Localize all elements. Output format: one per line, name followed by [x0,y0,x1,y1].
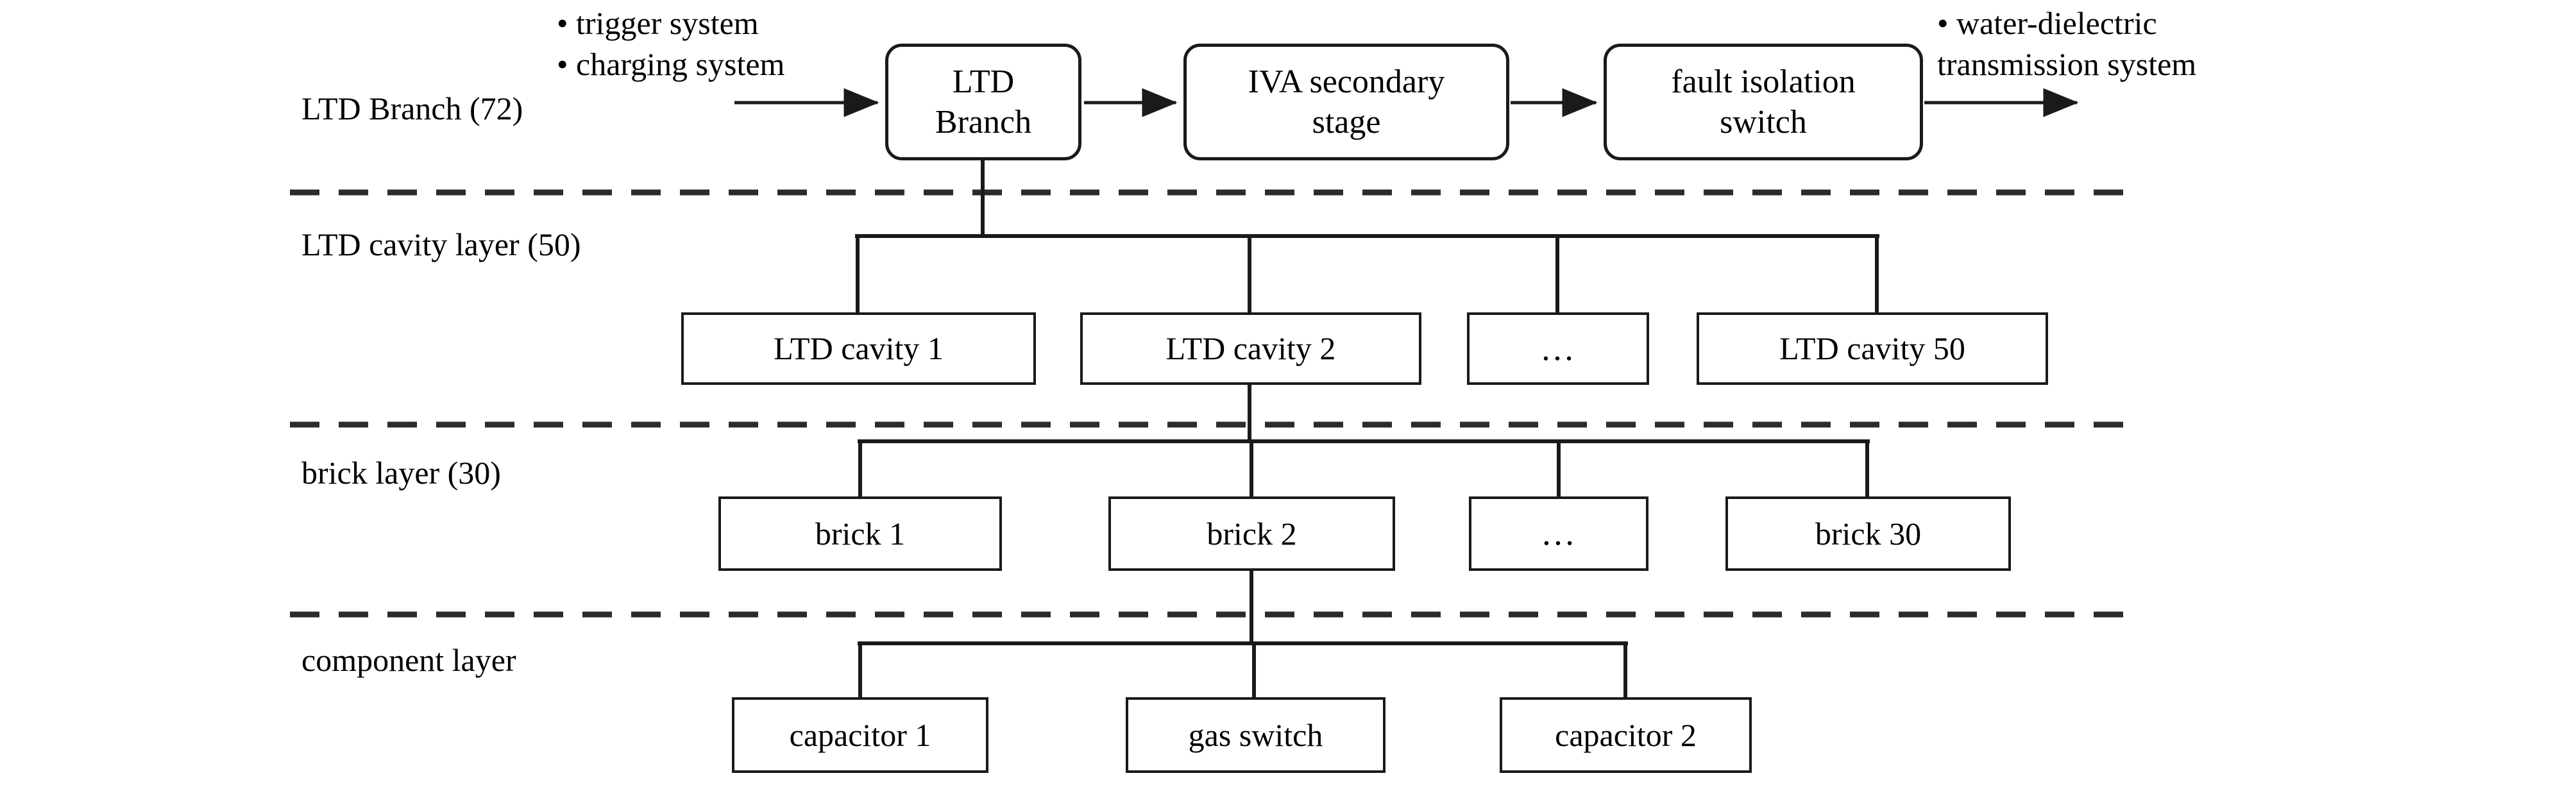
node-capacitor-2[interactable]: capacitor 2 [1500,697,1752,773]
node-capacitor-2-label: capacitor 2 [1555,716,1697,753]
node-iva-secondary-stage[interactable]: IVA secondary stage [1183,44,1509,160]
node-brick-30[interactable]: brick 30 [1725,496,2011,571]
node-fault-isolation-switch-label: fault isolation switch [1671,63,1856,140]
node-iva-secondary-stage-label: IVA secondary stage [1248,63,1445,140]
node-capacitor-1[interactable]: capacitor 1 [732,697,988,773]
layer-label-component: component layer [301,642,516,678]
node-ltd-cavity-ellipsis[interactable]: … [1467,312,1649,385]
node-brick-2[interactable]: brick 2 [1108,496,1395,571]
layer-label-ltd-branch: LTD Branch (72) [301,90,523,126]
node-fault-isolation-switch[interactable]: fault isolation switch [1604,44,1923,160]
node-capacitor-1-label: capacitor 1 [789,716,931,753]
node-brick-2-label: brick 2 [1207,515,1297,552]
node-ltd-cavity-ellipsis-label: … [1540,328,1576,368]
node-ltd-cavity-1-label: LTD cavity 1 [774,330,944,366]
node-brick-30-label: brick 30 [1815,515,1922,552]
note-right-output: • water-dielectric transmission system [1937,5,2197,82]
node-ltd-cavity-2[interactable]: LTD cavity 2 [1080,312,1421,385]
node-brick-ellipsis[interactable]: … [1469,496,1648,571]
node-ltd-cavity-50[interactable]: LTD cavity 50 [1697,312,2048,385]
layer-label-ltd-cavity: LTD cavity layer (50) [301,226,581,262]
node-brick-1[interactable]: brick 1 [718,496,1002,571]
node-ltd-cavity-50-label: LTD cavity 50 [1779,330,1965,366]
node-brick-1-label: brick 1 [815,515,906,552]
node-ltd-cavity-2-label: LTD cavity 2 [1165,330,1336,366]
node-ltd-cavity-1[interactable]: LTD cavity 1 [681,312,1036,385]
node-ltd-branch[interactable]: LTD Branch [885,44,1081,160]
note-left-inputs: • trigger system • charging system [557,5,785,82]
node-brick-ellipsis-label: … [1541,514,1577,553]
node-gas-switch[interactable]: gas switch [1126,697,1385,773]
node-gas-switch-label: gas switch [1188,716,1323,753]
layer-label-brick: brick layer (30) [301,455,501,491]
node-ltd-branch-label: LTD Branch [935,63,1032,140]
